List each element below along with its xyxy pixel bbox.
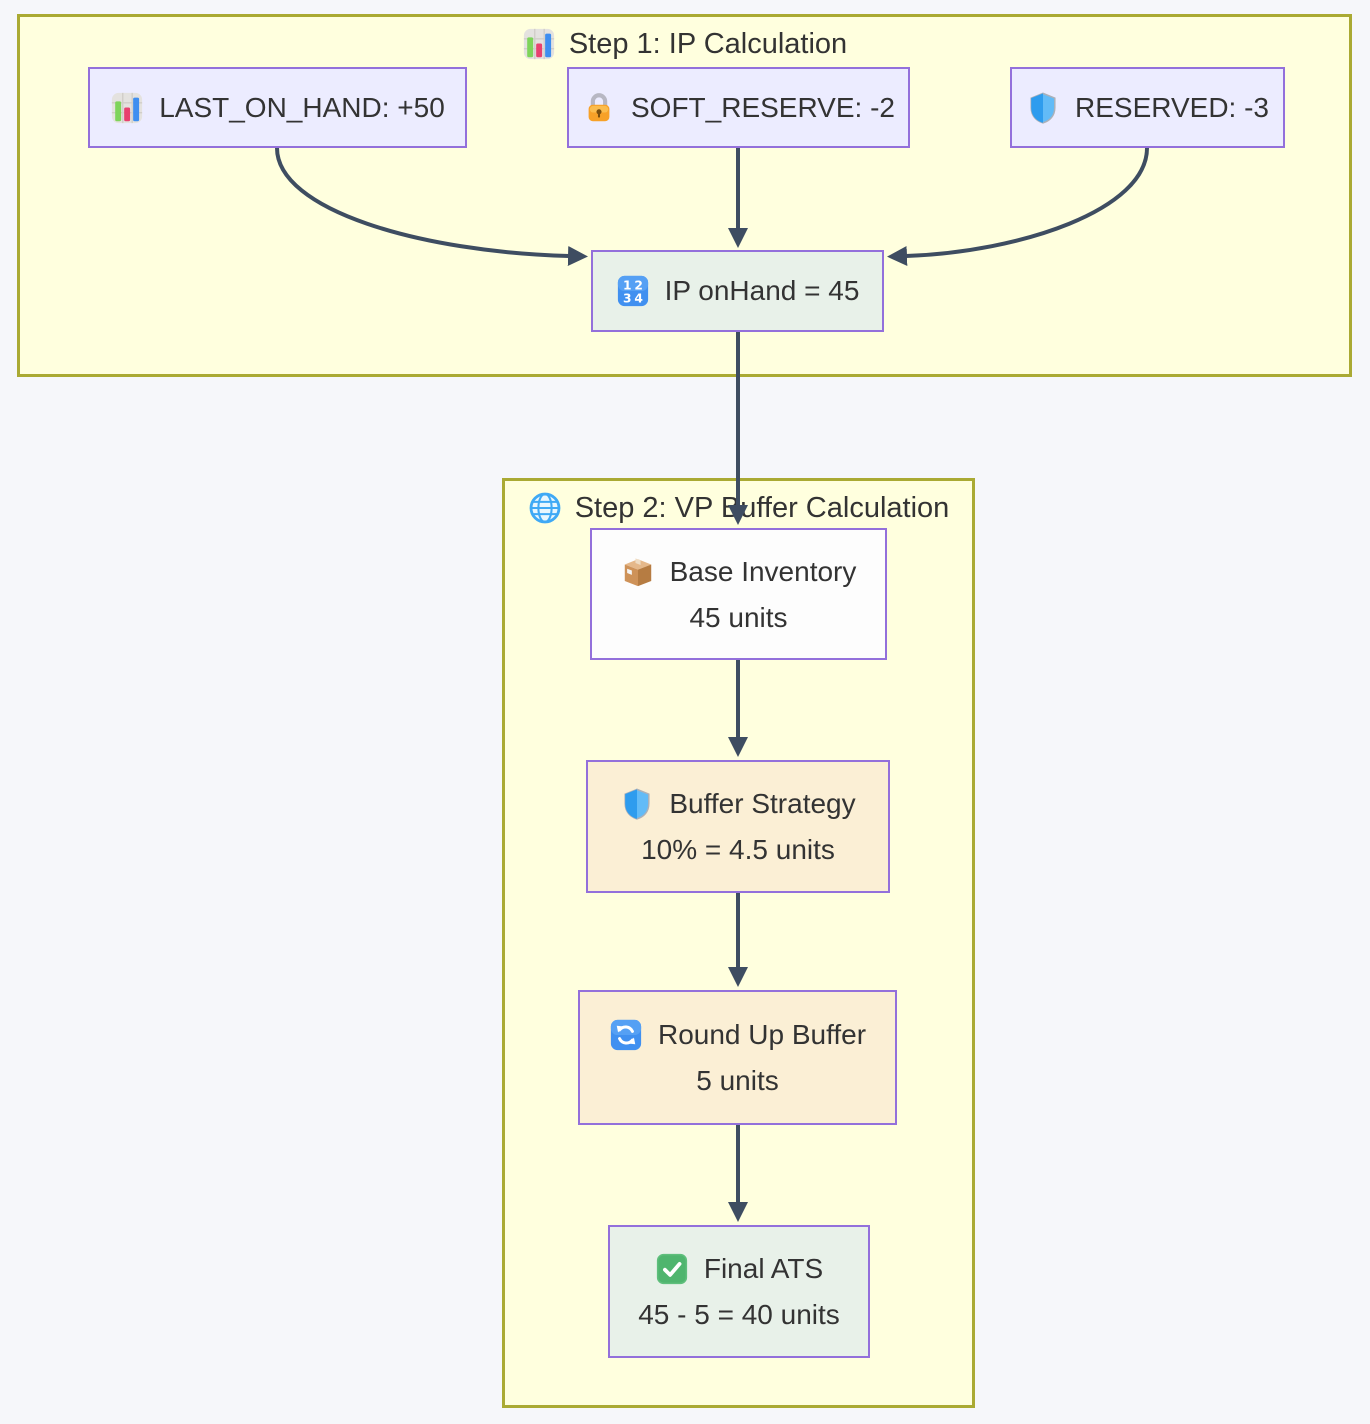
node-round-up-buffer: Round Up Buffer 5 units [578,990,897,1125]
node-final-ats: Final ATS 45 - 5 = 40 units [608,1225,870,1358]
node-label: SOFT_RESERVE: -2 [630,91,895,123]
cluster-step1-title-text: Step 1: IP Calculation [568,27,848,60]
bar-chart-icon [112,92,143,123]
svg-text:2: 2 [634,279,643,293]
node-label: RESERVED: -3 [1075,91,1269,123]
node-sublabel: 45 - 5 = 40 units [638,1299,840,1330]
node-soft-reserve: SOFT_RESERVE: -2 [567,67,910,148]
shield-icon [624,788,650,820]
globe-icon [529,492,561,524]
node-last-on-hand: LAST_ON_HAND: +50 [88,67,467,148]
node-sublabel: 5 units [696,1065,779,1096]
svg-text:3: 3 [623,291,632,305]
package-icon [624,557,651,586]
node-label: Round Up Buffer [657,1019,867,1050]
input-numbers-icon: 1 2 3 4 [617,275,648,307]
node-buffer-strategy: Buffer Strategy 10% = 4.5 units [586,760,890,893]
node-base-inventory: Base Inventory 45 units [590,528,887,660]
node-ip-onhand: 1 2 3 4 IP onHand = 45 [591,250,884,332]
node-label: Base Inventory [669,555,857,587]
cluster-step2-title-text: Step 2: VP Buffer Calculation [574,491,950,524]
svg-text:4: 4 [634,291,643,305]
node-label: Buffer Strategy [669,788,856,819]
node-sublabel: 45 units [689,601,788,633]
counterclockwise-arrows-icon [610,1019,642,1051]
svg-text:1: 1 [623,279,632,293]
node-reserved: RESERVED: -3 [1010,67,1285,148]
node-label: LAST_ON_HAND: +50 [159,91,445,123]
shield-icon [1030,92,1056,124]
cluster-step2-title: Step 2: VP Buffer Calculation [505,491,972,525]
bar-chart-icon [523,28,554,60]
node-sublabel: 10% = 4.5 units [641,834,835,865]
node-label: IP onHand = 45 [664,275,860,306]
check-mark-icon [656,1253,687,1285]
lock-icon [588,92,610,121]
cluster-step1-title: Step 1: IP Calculation [20,27,1349,61]
node-label: Final ATS [703,1253,824,1284]
